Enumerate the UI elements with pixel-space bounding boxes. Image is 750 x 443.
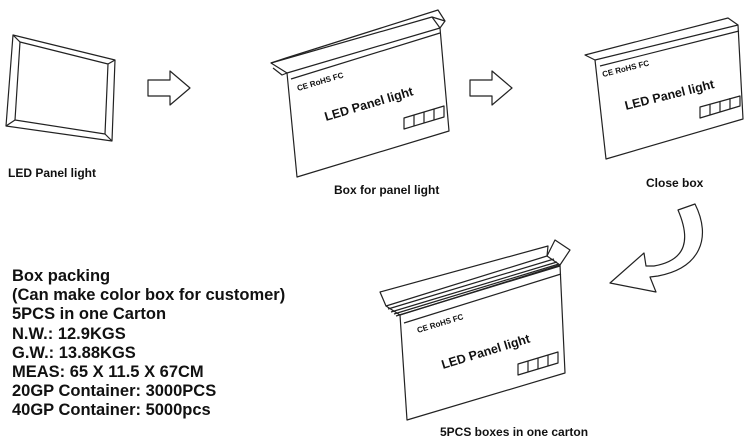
led-panel-illustration bbox=[5, 34, 116, 142]
packing-info: Box packing (Can make color box for cust… bbox=[12, 267, 285, 421]
open-box-cert-marks: CE RoHS FC bbox=[296, 71, 345, 93]
curved-arrow-icon bbox=[609, 203, 704, 293]
arrow-right-icon bbox=[469, 70, 513, 106]
packing-heading: Box packing bbox=[12, 267, 111, 285]
arrow-right-icon bbox=[147, 70, 191, 106]
packing-note: (Can make color box for customer) bbox=[12, 286, 286, 305]
closed-box-cert-marks: CE RoHS FC bbox=[601, 59, 650, 79]
closed-box-caption: Close box bbox=[646, 176, 704, 190]
carton-caption: 5PCS boxes in one carton bbox=[440, 425, 589, 439]
open-box-illustration bbox=[270, 9, 450, 178]
packing-net-weight: N.W.: 12.9KGS bbox=[12, 324, 126, 343]
packing-40gp: 40GP Container: 5000pcs bbox=[12, 401, 211, 420]
open-box-label: LED Panel light bbox=[323, 84, 416, 124]
carton-cert-marks: CE RoHS FC bbox=[416, 312, 465, 335]
panel-caption: LED Panel light bbox=[8, 166, 97, 180]
packing-measurement: MEAS: 65 X 11.5 X 67CM bbox=[12, 363, 204, 382]
packing-quantity: 5PCS in one Carton bbox=[12, 305, 167, 324]
closed-box-illustration bbox=[584, 17, 744, 160]
packing-20gp: 20GP Container: 3000PCS bbox=[12, 382, 217, 401]
closed-box-label: LED Panel light bbox=[623, 77, 716, 113]
open-box-caption: Box for panel light bbox=[334, 183, 440, 197]
carton-illustration bbox=[379, 239, 571, 421]
packing-gross-weight: G.W.: 13.88KGS bbox=[12, 343, 136, 362]
